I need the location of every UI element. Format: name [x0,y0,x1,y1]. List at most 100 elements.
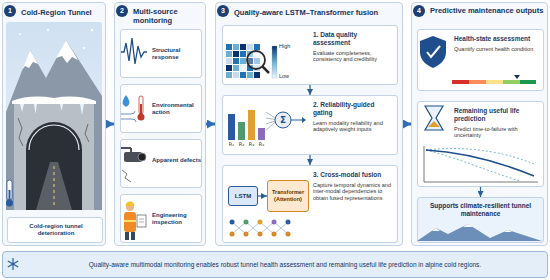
engineer-icon [139,219,144,220]
hourglass-icon [425,106,443,130]
fusion-network [274,222,288,234]
engineer-icon [126,202,135,207]
quality-heatmap [272,46,277,78]
engineer-icon [125,232,129,240]
scale-label: Low [279,73,303,80]
output-title: Health-state assessment [454,35,542,43]
reliability-bars [248,110,255,140]
fusion-network [230,220,235,225]
quality-heatmap [240,44,246,50]
health-gauge [503,80,520,84]
environment-icon [121,95,145,122]
reliability-bars [238,122,245,140]
tunnel-illustration [91,29,93,31]
engineer-icon [124,202,146,241]
caption-box: Cold-region tunnel deterioration [7,217,103,243]
label-holder: R₂ [236,141,247,148]
flow-arrow [403,123,411,126]
reliability-label: R₂ [236,141,247,148]
quality-heatmap [254,72,260,78]
tunnel-illustration [56,40,78,63]
health-gauge [452,75,536,84]
output-description: Quantify current health condition [454,46,542,53]
snowflake-icon [8,258,18,270]
step-box: 3. Cross-modal fusionCapture temporal dy… [222,165,398,243]
environment-icon [121,119,136,122]
reliability-label: R₃ [246,141,257,148]
health-gauge [486,80,503,84]
health-shield-icon [420,36,446,68]
step-number: 4 [413,5,425,17]
health-gauge [514,75,520,79]
source-label: Environmental action [152,102,201,116]
quality-heatmap [240,65,246,71]
model-name: Transformer (Attention) [269,189,307,202]
label-holder: 3 [217,5,229,17]
quality-heatmap [233,58,239,64]
health-gauge [520,80,536,84]
mountain-illustration [417,224,542,241]
quality-heatmap [226,44,277,78]
health-shield-icon [420,36,446,68]
tunnel-illustration [80,104,84,115]
label-holder: Low [279,73,303,80]
fusion-network [286,220,291,225]
fusion-network [246,222,260,234]
step-arrow [480,187,481,197]
quality-heatmap [240,72,246,78]
label-holder: High [279,43,303,50]
sum-symbol: Σ [277,114,289,126]
quality-heatmap [240,51,246,57]
caption-text: Cold-region tunnel deterioration [11,223,101,237]
vibration-icon [121,38,147,64]
camera-icon [138,153,146,161]
panel-heading: Predictive maintenance outputs [430,6,544,15]
step-title: 2. Reliability-guided gating [313,101,395,117]
tunnel-illustration [6,22,102,210]
health-gauge [469,80,486,84]
engineer-icon [131,232,135,240]
step-description: Learn modality reliability and adaptivel… [313,120,395,133]
model-name: LSTM [229,193,257,200]
flow-arrow [206,123,215,126]
reliability-bars [266,123,275,131]
label-holder: R₃ [246,141,257,148]
fusion-network [232,222,246,234]
model-block: Transformer (Attention) [267,180,309,212]
reliability-bars [266,112,275,118]
camera-icon [122,170,131,182]
reliability-bars [266,118,275,120]
tunnel-illustration [34,104,37,114]
step-arrow [258,195,267,196]
tunnel-illustration [20,104,24,112]
step-title: 3. Cross-modal fusion [313,171,395,179]
tunnel-illustration [22,50,38,70]
tunnel-illustration [19,33,21,35]
output-description: Predict time-to-failure with uncertainty [454,126,542,139]
fusion-network [272,220,277,225]
rul-chart [426,150,534,176]
reliability-bars [291,120,302,121]
panel-heading: Cold-Region Tunnel [21,8,105,17]
tunnel-illustration [29,125,79,150]
label-holder: 4 [413,5,425,17]
fusion-network [260,222,274,234]
quality-heatmap [226,58,232,64]
summary-text: Quality-aware multimodal monitoring enab… [27,261,543,269]
fusion-network [272,232,277,237]
camera-icon [130,148,132,152]
panel-heading: Quality-aware LSTM–Transformer fusion [234,8,400,17]
step-title: 1. Data quality assessment [313,31,395,47]
scale-label: High [279,43,303,50]
step-number: 2 [116,5,128,17]
step-number: 1 [4,5,16,17]
label-holder: 1 [4,5,16,17]
summary-banner: Quality-aware multimodal monitoring enab… [2,251,548,278]
tunnel-illustration [18,118,23,146]
source-box: Environmental action [120,84,202,133]
source-label: Engineering inspection [152,212,201,226]
rul-chart [424,146,538,182]
step-arrow [309,155,310,165]
model-block: LSTM [228,186,258,206]
reliability-label: R₄ [256,141,267,148]
